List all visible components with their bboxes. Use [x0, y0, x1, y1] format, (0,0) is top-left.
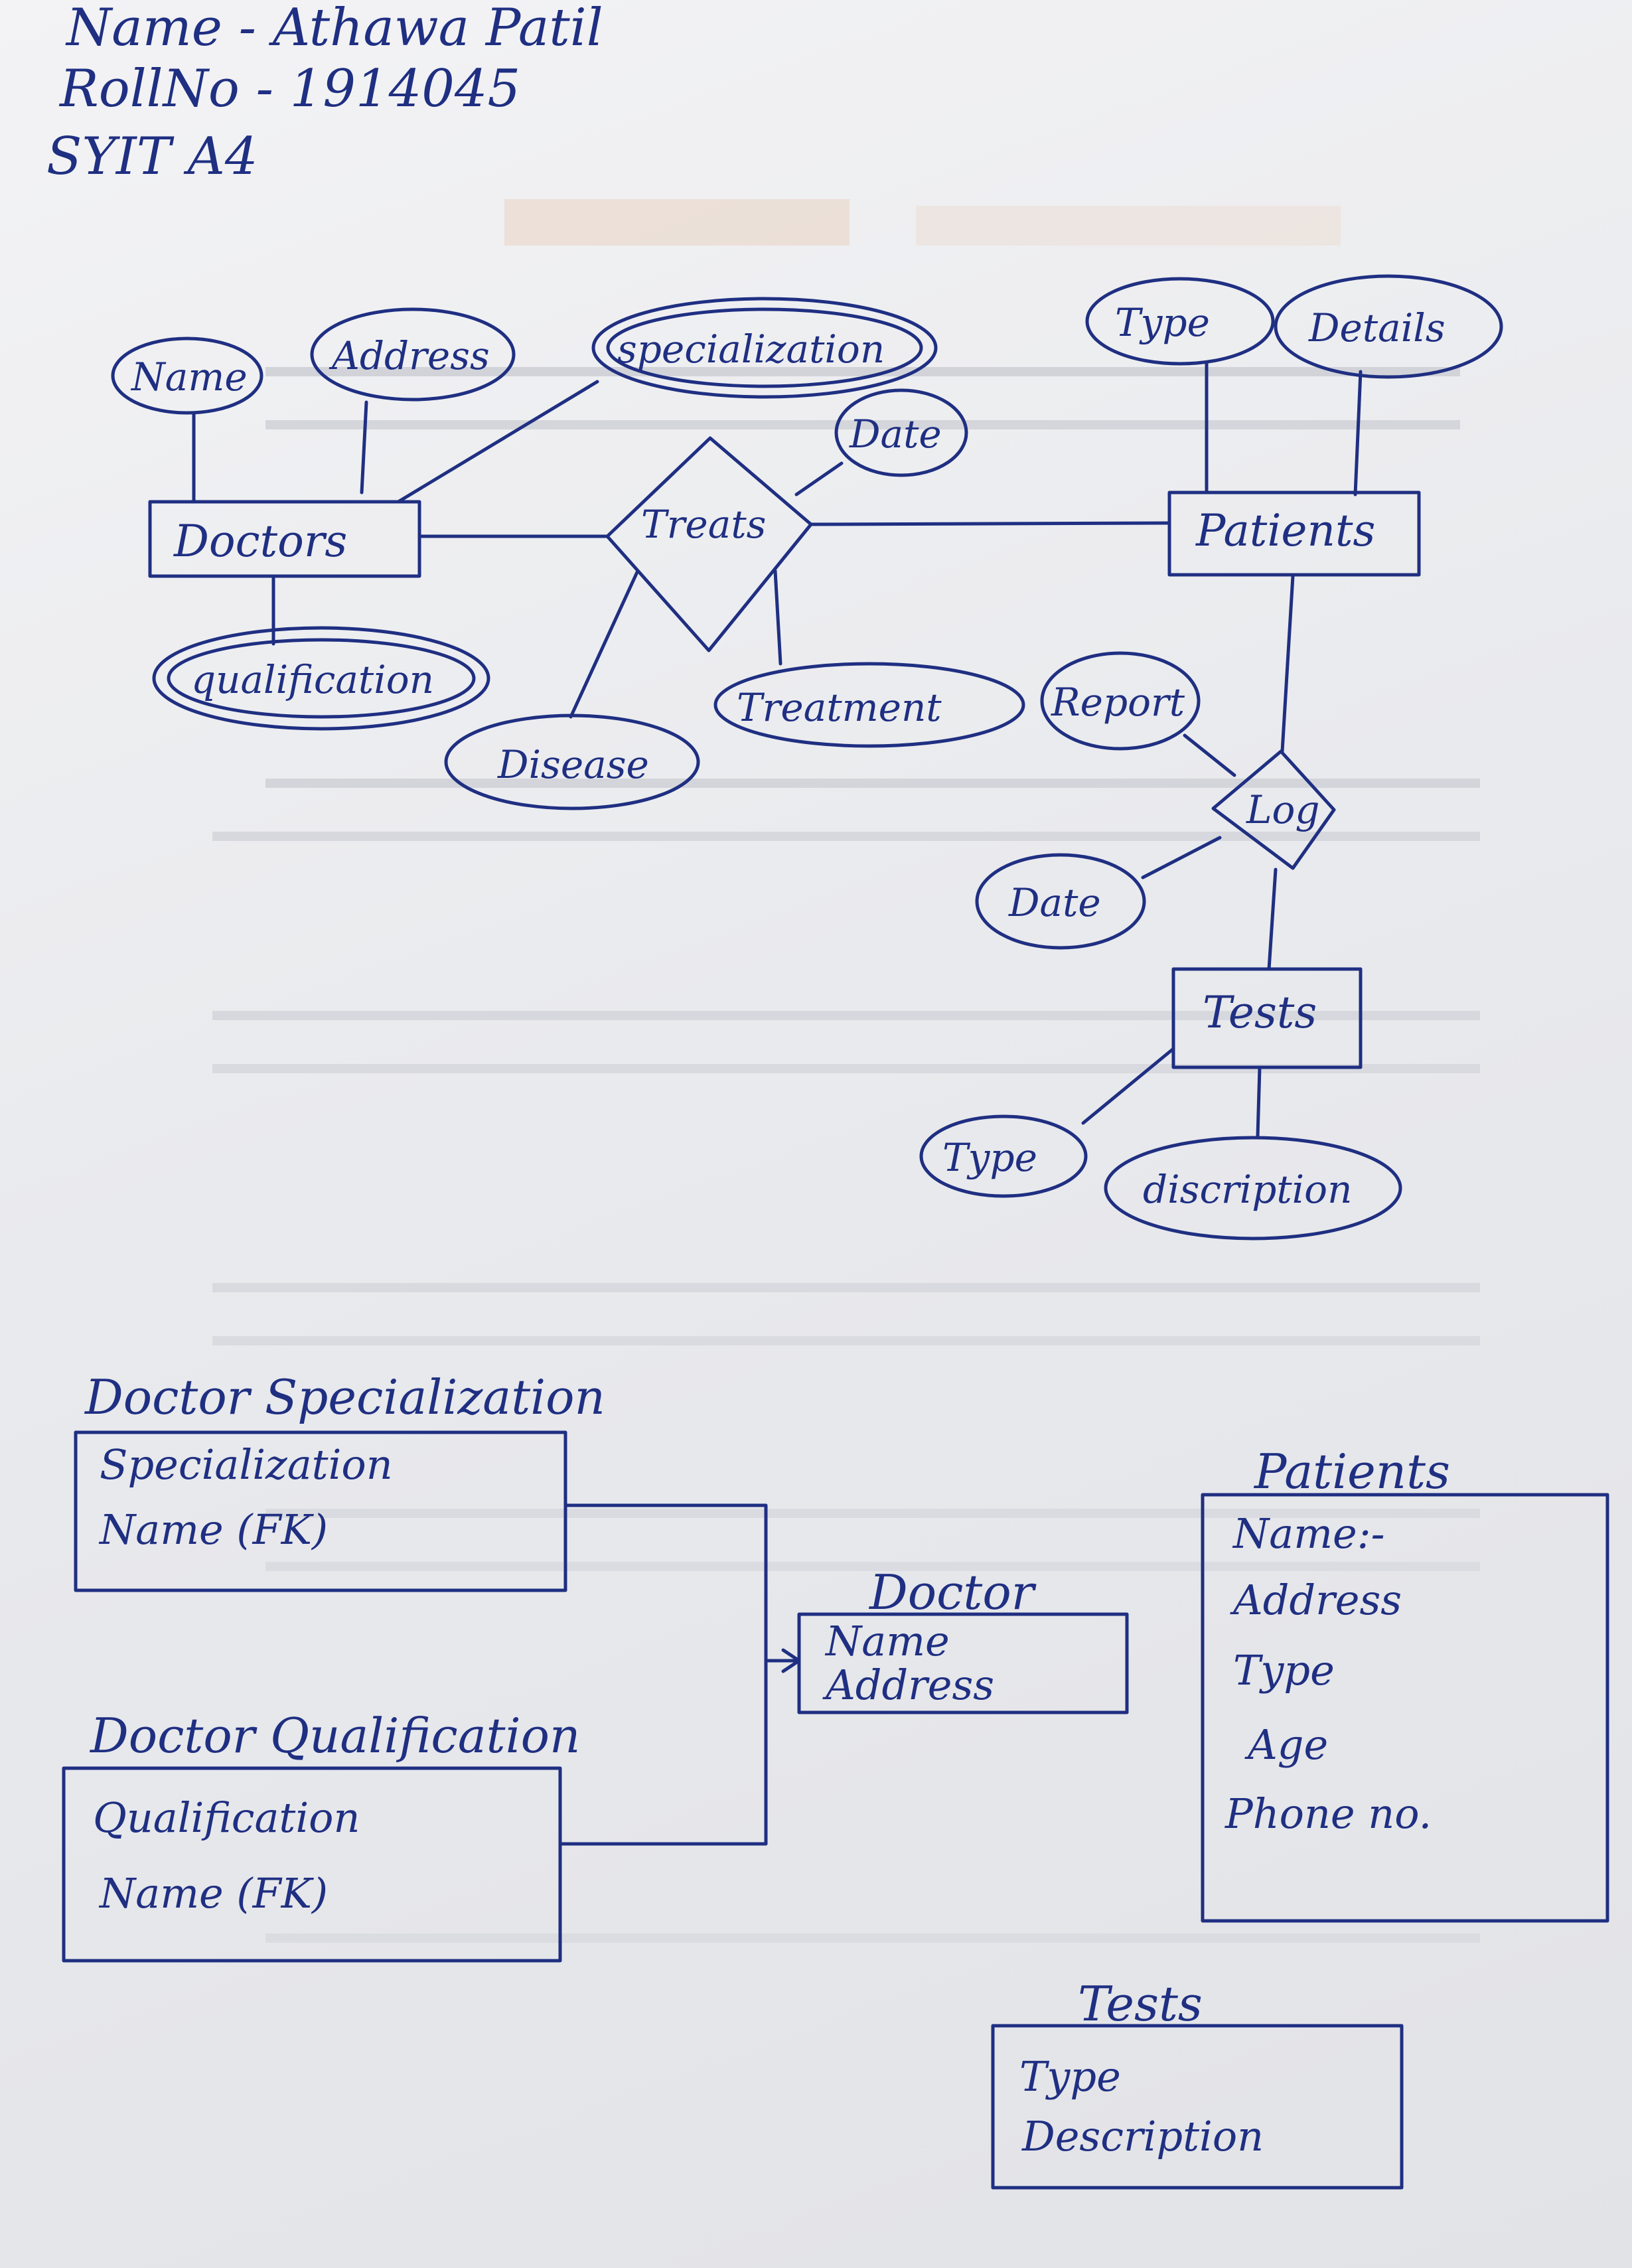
table-patients-field: Type [1233, 1646, 1335, 1695]
table-doctor-specialization-title: Doctor Specialization [84, 1369, 605, 1425]
table-doctor-specialization: Doctor Specialization Specialization Nam… [74, 1369, 605, 1592]
attribute-address: Address [310, 307, 516, 402]
relationship-treats-label: Treats [641, 502, 766, 547]
table-patients-field: Age [1244, 1720, 1328, 1769]
relationship-log-label: Log [1246, 787, 1320, 832]
attribute-test-type: Type [919, 1114, 1088, 1198]
attribute-log-date: Date [975, 853, 1146, 950]
attribute-patient-details: Details [1274, 274, 1503, 379]
table-patients-field: Address [1230, 1576, 1402, 1624]
attribute-treatment-label: Treatment [737, 685, 942, 730]
student-header: Name - Athawa Patil RollNo - 1914045 SYI… [46, 0, 603, 187]
attribute-treatment: Treatment [713, 662, 1025, 748]
entity-patients: Patients [1167, 491, 1421, 577]
relationship-treats: Treats [605, 436, 813, 652]
foreign-key-connectors [558, 1503, 801, 1846]
table-doctor-title: Doctor [868, 1564, 1037, 1620]
table-tests-field: Description [1021, 2112, 1264, 2160]
attribute-test-description: discription [1104, 1136, 1402, 1241]
attribute-patient-type-label: Type [1115, 300, 1210, 345]
table-tests-field: Type [1019, 2052, 1121, 2101]
roll-number: RollNo - 1914045 [58, 59, 520, 119]
attribute-address-label: Address [329, 333, 490, 378]
table-doctor-qualification-title: Doctor Qualification [89, 1708, 580, 1764]
entity-doctors: Doctors [148, 500, 421, 578]
relationship-log: Log [1211, 749, 1336, 870]
attribute-specialization: specialization [591, 297, 938, 399]
show-through-text [212, 199, 1480, 1943]
table-doctor-field: Name [824, 1617, 950, 1665]
attribute-disease: Disease [444, 714, 700, 810]
student-name: Name - Athawa Patil [65, 0, 603, 58]
entity-doctors-label: Doctors [173, 516, 347, 567]
table-tests: Tests Type Description [991, 1976, 1404, 2190]
table-patients-field: Name:- [1232, 1509, 1385, 1558]
table-patients-title: Patients [1253, 1444, 1450, 1499]
attribute-patient-details-label: Details [1308, 305, 1446, 350]
attribute-test-type-label: Type [942, 1135, 1037, 1180]
attribute-name-label: Name [130, 354, 248, 400]
class-division: SYIT A4 [46, 127, 258, 187]
attribute-log-date-label: Date [1008, 880, 1101, 925]
table-doctor-field: Address [822, 1661, 994, 1709]
attribute-specialization-label: specialization [617, 327, 885, 372]
attribute-report-label: Report [1051, 680, 1185, 725]
table-doctor-specialization-field: Specialization [100, 1440, 393, 1489]
attribute-name: Name [111, 337, 263, 415]
table-patients-field: Phone no. [1224, 1789, 1432, 1838]
attribute-disease-label: Disease [497, 742, 649, 787]
attribute-qualification-label: qualification [191, 657, 434, 702]
table-doctor: Doctor Name Address [797, 1564, 1129, 1714]
attribute-treats-date: Date [834, 388, 968, 477]
entity-patients-label: Patients [1195, 505, 1375, 556]
entity-tests: Tests [1171, 967, 1363, 1069]
table-doctor-specialization-field: Name (FK) [98, 1505, 328, 1554]
table-doctor-qualification-field: Name (FK) [98, 1869, 328, 1918]
attribute-qualification: qualification [152, 626, 490, 731]
table-tests-title: Tests [1078, 1976, 1203, 2032]
table-doctor-qualification-field: Qualification [93, 1793, 360, 1842]
attribute-report: Report [1040, 651, 1201, 751]
table-doctor-qualification: Doctor Qualification Qualification Name … [62, 1708, 580, 1963]
er-connectors [192, 362, 1363, 1138]
attribute-treats-date-label: Date [849, 412, 942, 457]
attribute-patient-type: Type [1085, 277, 1275, 366]
attribute-test-description-label: discription [1143, 1167, 1352, 1212]
table-patients: Patients Name:- Address Type Age Phone n… [1201, 1444, 1609, 1923]
entity-tests-label: Tests [1203, 987, 1317, 1038]
